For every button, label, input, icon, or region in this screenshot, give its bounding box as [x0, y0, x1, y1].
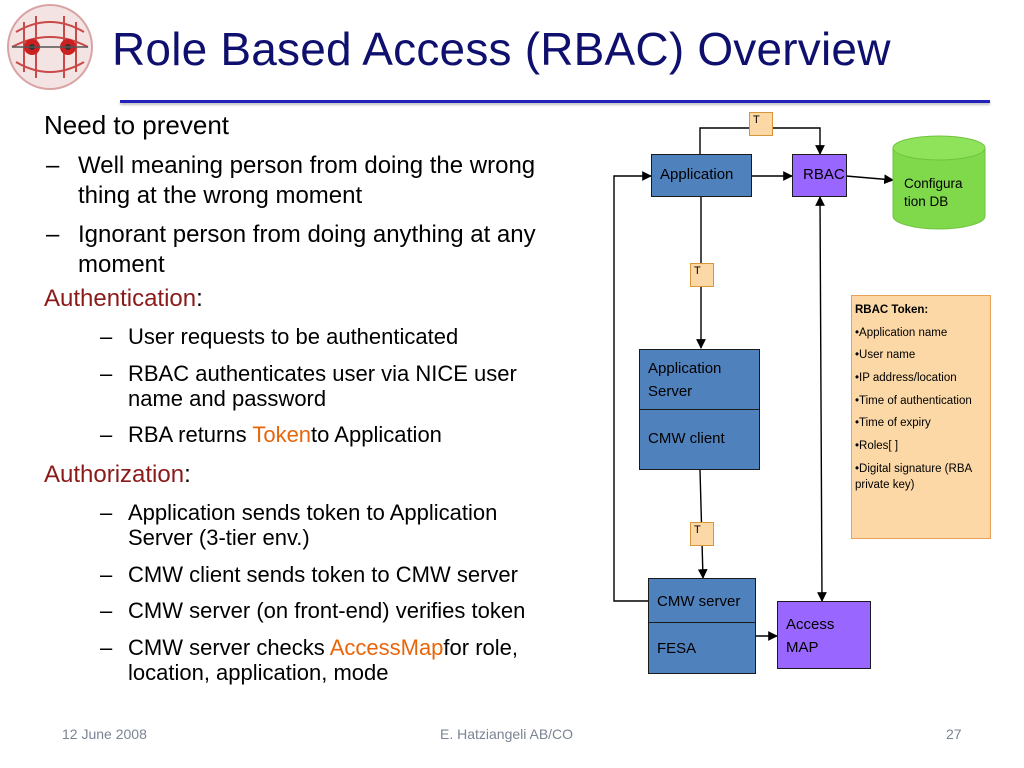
title-underline: [120, 100, 990, 103]
authorization-item-1-line-2: Server (3-tier env.): [128, 525, 310, 550]
token-field-item: •Application name: [855, 326, 948, 339]
connector-rbac-to-db: [845, 174, 894, 185]
bullet-dash: –: [100, 422, 113, 447]
token-field-item: •User name: [855, 349, 916, 362]
bullet-dash: –: [100, 598, 113, 623]
bullet-dash: –: [100, 500, 113, 525]
rbac-box: RBAC: [792, 154, 847, 197]
connector-rbac-to-accessmap: [815, 196, 827, 602]
accessmap-item-prefix: CMW server checks: [128, 635, 330, 660]
cmw-server-box: CMW server: [648, 578, 756, 624]
need-item-2-line-1: Ignorant person from doing anything at a…: [78, 221, 536, 248]
heading-colon: :: [196, 285, 203, 312]
token-item-suffix: to Application: [311, 422, 442, 447]
cmw-client-label: CMW client: [648, 430, 725, 447]
config-db-label: Configura tion DB: [904, 175, 963, 211]
access-map-line-1: Access: [786, 616, 835, 633]
bullet-dash: –: [46, 221, 60, 248]
application-box: Application: [651, 154, 752, 197]
access-map-line-2: MAP: [786, 638, 819, 656]
accessmap-highlight: AccessMap: [329, 635, 444, 660]
token-field-item: •Time of authentication: [855, 394, 972, 407]
bullet-dash: –: [100, 361, 113, 386]
app-server-line-2: Server: [648, 382, 693, 400]
rbac-label: RBAC: [803, 166, 845, 183]
authentication-heading-row: Authentication:: [44, 285, 203, 313]
bullet-dash: –: [100, 562, 113, 587]
authorization-item-3: CMW server (on front-end) verifies token: [128, 598, 526, 623]
token-marker-bottom: T: [690, 522, 714, 546]
need-item-2-line-2: moment: [78, 251, 165, 278]
token-field-item: •IP address/location: [855, 372, 957, 385]
authentication-item-2-line-2: name and password: [128, 386, 327, 411]
fesa-label: FESA: [657, 640, 697, 657]
token-field-item: •Digital signature (RBA private key): [855, 462, 972, 492]
bullet-dash: –: [100, 635, 113, 660]
token-panel-heading: RBAC Token:: [855, 304, 929, 316]
access-map-box: Access MAP: [777, 601, 871, 669]
authentication-token-item: RBA returns Tokento Application: [128, 422, 442, 448]
cmw-server-label: CMW server: [657, 593, 741, 610]
cmw-client-box: CMW client: [639, 409, 760, 470]
token-marker-middle: T: [690, 263, 714, 287]
config-db-line-2: tion DB: [904, 194, 949, 210]
need-heading: Need to prevent: [44, 110, 230, 140]
authorization-item-2: CMW client sends token to CMW server: [128, 562, 518, 587]
authorization-heading: Authorization: [44, 461, 185, 488]
authentication-heading: Authentication: [44, 285, 197, 312]
cern-lhc-logo: [7, 4, 93, 90]
application-server-box: Application Server: [639, 349, 760, 411]
authorization-heading-row: Authorization:: [44, 461, 191, 489]
footer-date: 12 June 2008: [62, 726, 147, 742]
accessmap-item-line-2: location, application, mode: [128, 660, 389, 685]
config-db-line-1: Configura: [904, 176, 963, 191]
authentication-item-1: User requests to be authenticated: [128, 324, 459, 349]
token-field-item: •Roles[ ]: [855, 440, 899, 453]
accessmap-item-line-1: CMW server checks AccessMapfor role,: [128, 635, 518, 661]
application-label: Application: [660, 166, 734, 183]
footer-author: E. Hatziangeli AB/CO: [440, 726, 574, 742]
rbac-token-panel: RBAC Token: •Application name •User name…: [851, 295, 991, 539]
accessmap-item-suffix: for role,: [443, 635, 519, 660]
token-item-prefix: RBA returns: [128, 422, 253, 447]
footer-page-number: 27: [946, 726, 962, 742]
token-marker-top: T: [749, 112, 773, 136]
connector-cmw-back-to-app: [613, 171, 652, 602]
slide-title: Role Based Access (RBAC) Overview: [112, 23, 891, 75]
heading-colon: :: [184, 461, 191, 488]
need-item-1-line-2: thing at the wrong moment: [78, 182, 363, 209]
config-db-cylinder: [892, 135, 986, 230]
app-server-line-1: Application: [648, 360, 722, 377]
token-field-item: •Time of expiry: [855, 417, 931, 430]
fesa-box: FESA: [648, 622, 756, 674]
token-highlight: Token: [252, 422, 312, 447]
bullet-dash: –: [100, 324, 113, 349]
authorization-item-1-line-1: Application sends token to Application: [128, 500, 498, 525]
bullet-dash: –: [46, 152, 60, 179]
authentication-item-2-line-1: RBAC authenticates user via NICE user: [128, 361, 517, 386]
need-item-1-line-1: Well meaning person from doing the wrong: [78, 152, 536, 179]
